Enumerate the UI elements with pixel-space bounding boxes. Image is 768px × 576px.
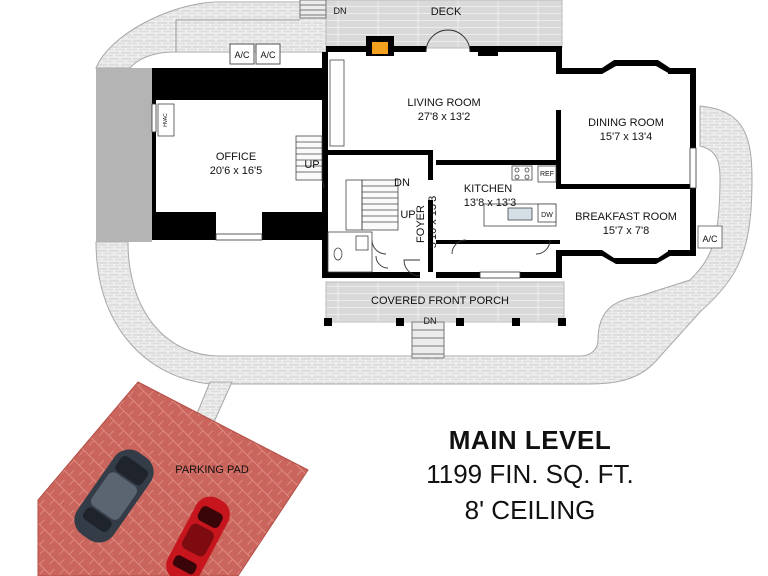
living-builtin — [329, 59, 345, 147]
side-yard — [175, 19, 300, 65]
walls — [152, 36, 696, 326]
hvac-unit — [157, 103, 175, 137]
fireplace — [372, 42, 388, 54]
parking-pad-name: PARKING PAD — [175, 464, 249, 476]
ceiling-height: 8' CEILING — [464, 495, 596, 525]
dw-label: DW — [541, 212, 553, 219]
car-dark-icon — [74, 449, 154, 543]
ac-label-2: A/C — [260, 50, 276, 60]
ac-label-3: A/C — [702, 234, 718, 244]
stair-down-label: DN — [394, 177, 410, 189]
dining-room-size: 15'7 x 13'4 — [600, 131, 653, 143]
kitchen-name: KITCHEN — [464, 183, 512, 195]
front-walkway — [95, 105, 753, 385]
powder-room — [327, 231, 373, 273]
left-slab — [96, 68, 152, 242]
windows — [151, 103, 697, 279]
hvac-label: HVAC — [163, 113, 169, 127]
deck-steps — [299, 0, 327, 19]
ac-label-1: A/C — [234, 50, 250, 60]
level-title: MAIN LEVEL — [448, 425, 612, 455]
living-room-name: LIVING ROOM — [407, 97, 480, 109]
finished-area: 1199 FIN. SQ. FT. — [426, 459, 634, 489]
kitchen-fixtures — [483, 165, 557, 227]
foyer-name: FOYER — [415, 205, 427, 243]
garden-walkway — [95, 1, 327, 69]
breakfast-room-size: 15'7 x 7'8 — [603, 225, 649, 237]
foyer-size: 5'10 x 13'3 — [427, 196, 439, 249]
kitchen-size: 13'8 x 13'3 — [464, 197, 517, 209]
plan-summary: MAIN LEVEL 1199 FIN. SQ. FT. 8' CEILING — [400, 424, 660, 528]
dining-room-name: DINING ROOM — [588, 117, 664, 129]
parking-pad — [37, 381, 309, 576]
office-up-label: UP — [304, 159, 319, 171]
porch-name: COVERED FRONT PORCH — [371, 295, 509, 307]
office-name: OFFICE — [216, 151, 256, 163]
deck-down-label: DN — [334, 6, 347, 16]
office-stairs — [295, 135, 323, 181]
deck — [325, 0, 563, 49]
main-stairs — [345, 179, 399, 231]
office-size: 20'6 x 16'5 — [210, 165, 263, 177]
porch-steps — [411, 321, 445, 359]
breakfast-room-name: BREAKFAST ROOM — [575, 211, 677, 223]
foyer-up-label: UP — [400, 209, 415, 221]
car-red-icon — [166, 496, 230, 576]
covered-front-porch — [325, 281, 565, 323]
living-room-size: 27'8 x 13'2 — [418, 111, 471, 123]
deck-name: DECK — [431, 6, 462, 18]
ac-unit-right — [697, 225, 723, 249]
ref-label: REF — [540, 171, 554, 178]
porch-down-label: DN — [424, 316, 437, 326]
